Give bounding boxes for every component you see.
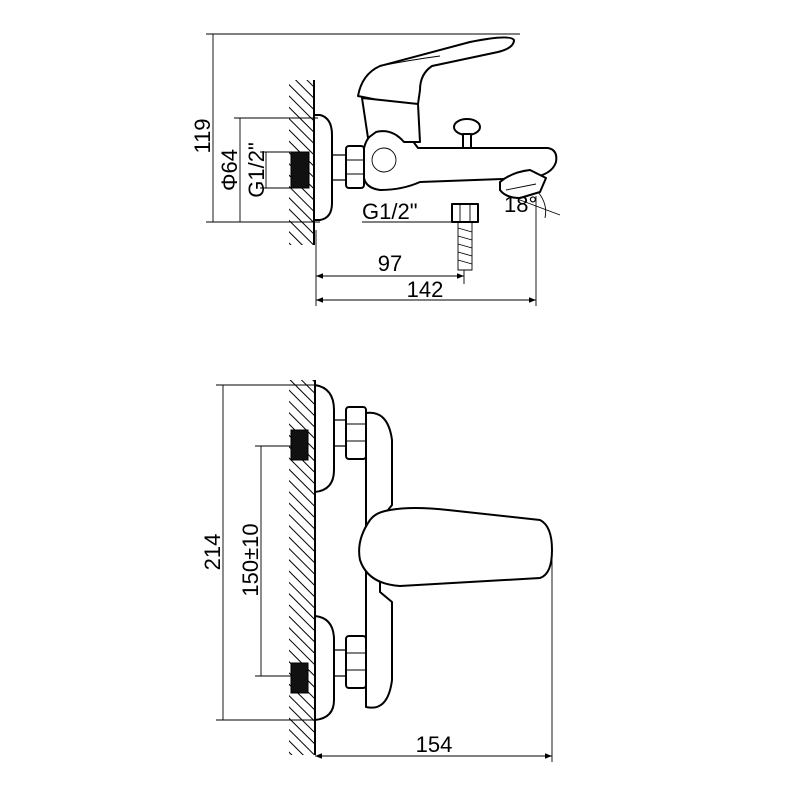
flange-lower (314, 615, 335, 721)
nut-upper (345, 406, 367, 460)
wall-flange (313, 114, 333, 221)
dim-outlet-thread: G1/2" (362, 199, 418, 224)
dim-diameter: Φ64 (217, 149, 242, 191)
dim-centers: 150±10 (238, 523, 263, 596)
nut-lower (345, 635, 367, 689)
flange-upper (314, 384, 335, 493)
dim-height-top: 119 (190, 118, 215, 153)
dim-height-front: 214 (200, 534, 225, 571)
side-view: 119 Φ64 G1/2" G1/2" 18° 97 142 (190, 33, 561, 306)
lever-plan (358, 507, 553, 587)
inlet-pipe (290, 151, 310, 189)
dim-shower-distance: 97 (378, 251, 402, 276)
inlet-pipe-upper (290, 429, 309, 461)
lever-handle (357, 36, 515, 105)
shower-outlet-nut (451, 203, 479, 223)
dim-depth: 154 (416, 732, 453, 757)
dim-spout-length: 142 (407, 277, 444, 302)
dim-inlet-thread: G1/2" (244, 142, 269, 198)
plan-view: 214 150±10 154 (200, 380, 553, 762)
diverter-knob (453, 118, 481, 136)
dim-angle: 18° (504, 192, 537, 217)
connector-nut (345, 145, 365, 189)
inlet-pipe-lower (290, 662, 309, 694)
shower-outlet-thread (457, 221, 473, 271)
spout-tip (499, 169, 547, 199)
